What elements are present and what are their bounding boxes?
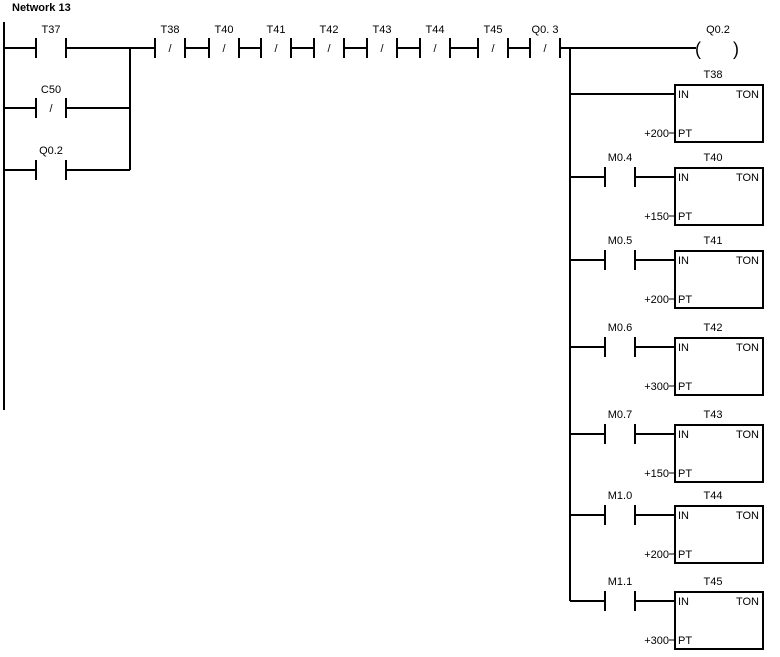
timer-box [674, 250, 764, 309]
timer-box [674, 84, 764, 143]
preset-value: +200 [644, 294, 669, 306]
coil-label: Q0.2 [706, 24, 730, 36]
pin-in-label: IN [678, 429, 689, 441]
pin-in-label: IN [678, 89, 689, 101]
timer-name: T38 [704, 69, 723, 81]
series-contact-t43[interactable]: T43 / [344, 24, 398, 58]
series-contact-t45[interactable]: T45 / [450, 24, 509, 58]
nc-slash: / [433, 43, 437, 55]
contact-label-c50: C50 [41, 84, 61, 96]
nc-slash: / [168, 43, 172, 55]
pin-pt-label: PT [678, 635, 692, 647]
timer-name: T40 [704, 152, 723, 164]
pin-pt-label: PT [678, 549, 692, 561]
coil-left-paren: ( [695, 39, 701, 59]
pin-in-label: IN [678, 510, 689, 522]
timer-name: T43 [704, 409, 723, 421]
nc-slash: / [543, 43, 547, 55]
nc-slash: / [274, 43, 278, 55]
series-contact-t38[interactable]: T38 / [130, 24, 186, 58]
contact-label-t45: T45 [484, 24, 503, 36]
contact-label-m1-0: M1.0 [608, 490, 632, 502]
series-contact-t41[interactable]: T41 / [239, 24, 292, 58]
timer-box [674, 505, 764, 564]
series-contact-q0-3[interactable]: Q0. 3 / [508, 24, 561, 58]
timer-type-label: TON [736, 255, 759, 267]
preset-value: +150 [644, 468, 669, 480]
nc-slash: / [327, 43, 331, 55]
contact-label-m0-4: M0.4 [608, 152, 632, 164]
series-contact-t40[interactable]: T40 / [185, 24, 240, 58]
timer-name: T44 [704, 490, 723, 502]
nc-slash: / [380, 43, 384, 55]
network-title: Network 13 [12, 2, 71, 14]
contact-label-m0-5: M0.5 [608, 235, 632, 247]
pin-in-label: IN [678, 596, 689, 608]
nc-slash: / [49, 103, 53, 115]
contact-label-q0-3: Q0. 3 [532, 24, 559, 36]
timer-box [674, 591, 764, 650]
preset-value: +300 [644, 381, 669, 393]
timer-box [674, 424, 764, 483]
input-contact-t37[interactable]: T37 [4, 24, 130, 58]
output-coil-q0-2[interactable]: Q0.2 ( ) [695, 24, 739, 59]
preset-value: +150 [644, 211, 669, 223]
pin-in-label: IN [678, 255, 689, 267]
contact-label-t42: T42 [320, 24, 339, 36]
nc-slash: / [491, 43, 495, 55]
contact-label-t43: T43 [373, 24, 392, 36]
pin-pt-label: PT [678, 294, 692, 306]
preset-value: +200 [644, 128, 669, 140]
input-contact-q0-2[interactable]: Q0.2 [4, 145, 130, 180]
timer-name: T45 [704, 576, 723, 588]
series-contact-t44[interactable]: T44 / [397, 24, 451, 58]
timer-type-label: TON [736, 89, 759, 101]
pin-pt-label: PT [678, 468, 692, 480]
pin-pt-label: PT [678, 128, 692, 140]
timer-name: T42 [704, 322, 723, 334]
contact-label-m0-7: M0.7 [608, 409, 632, 421]
contact-label-m1-1: M1.1 [608, 576, 632, 588]
pin-in-label: IN [678, 342, 689, 354]
nc-slash: / [222, 43, 226, 55]
timer-type-label: TON [736, 342, 759, 354]
contact-label-m0-6: M0.6 [608, 322, 632, 334]
pin-in-label: IN [678, 172, 689, 184]
contact-label-t44: T44 [426, 24, 445, 36]
timer-box [674, 337, 764, 396]
timer-type-label: TON [736, 510, 759, 522]
timer-type-label: TON [736, 172, 759, 184]
series-contact-t42[interactable]: T42 / [291, 24, 345, 58]
timer-box [674, 167, 764, 226]
timer-name: T41 [704, 235, 723, 247]
contact-label-t38: T38 [161, 24, 180, 36]
contact-label-t40: T40 [215, 24, 234, 36]
series-contacts: T38 / T40 / T41 / T42 / T43 / T44 / T45 / Q0. 3 / [130, 24, 570, 58]
coil-right-paren: ) [733, 39, 739, 59]
pin-pt-label: PT [678, 211, 692, 223]
preset-value: +200 [644, 549, 669, 561]
pin-pt-label: PT [678, 381, 692, 393]
contact-label-t37: T37 [42, 24, 61, 36]
preset-value: +300 [644, 635, 669, 647]
contact-label-q0-2: Q0.2 [39, 145, 63, 157]
input-contact-c50[interactable]: C50 / [4, 84, 130, 118]
contact-label-t41: T41 [267, 24, 286, 36]
timer-type-label: TON [736, 429, 759, 441]
timer-type-label: TON [736, 596, 759, 608]
